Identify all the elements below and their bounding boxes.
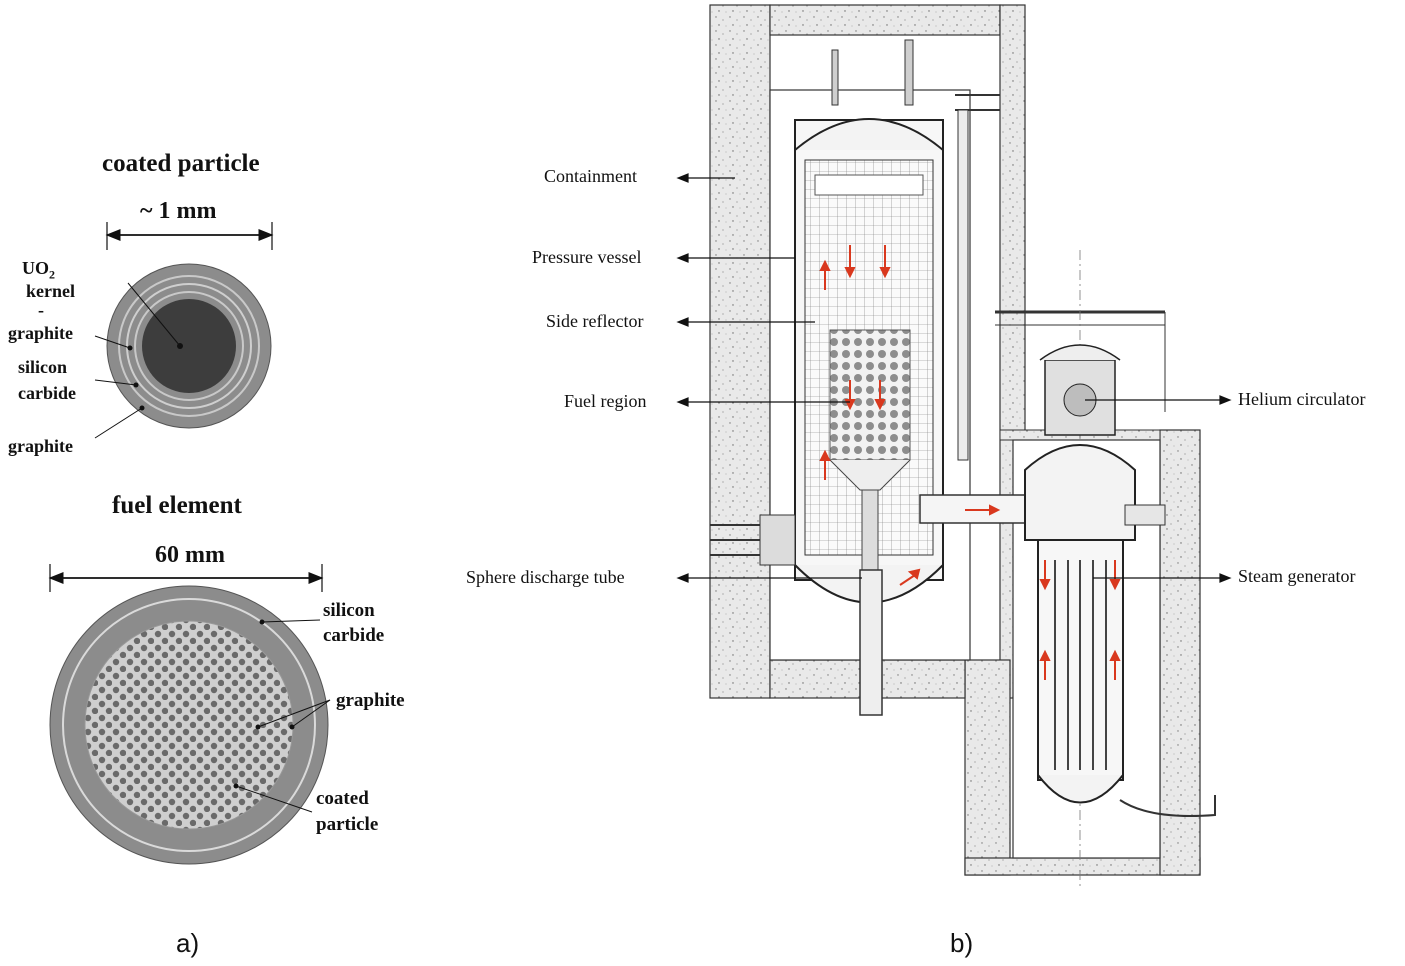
side-reflector-label: Side reflector [546, 311, 644, 331]
coated-particle-dimension: ~ 1 mm [140, 198, 217, 224]
steam-generator-drawing [1024, 344, 1216, 817]
helium-flow-arrows [819, 245, 1121, 680]
uo2-subscript: 2 [49, 267, 55, 282]
fe-coated-label-2: particle [316, 814, 379, 835]
fuel-element-title: fuel element [112, 492, 242, 519]
graphite-outer-label: graphite [8, 436, 73, 456]
reactor-building [709, 4, 1201, 890]
sphere-discharge-tube-label: Sphere discharge tube [466, 567, 625, 587]
uo2-label: UO2 [22, 258, 55, 283]
fe-silicon-label-2: carbide [323, 625, 385, 646]
label-pointers [676, 173, 1232, 583]
coated-particle-title: coated particle [102, 150, 260, 177]
fe-silicon-label-1: silicon [323, 600, 375, 621]
fuel-element-dimension: 60 mm [155, 542, 225, 568]
coated-particle-drawing [94, 222, 274, 439]
containment-label: Containment [544, 166, 637, 186]
panel-a-caption: a) [176, 928, 200, 958]
silicon-carbide-label-1: silicon [18, 357, 68, 377]
pressure-vessel-drawing [710, 39, 1059, 716]
fuel-element-drawing [48, 564, 331, 865]
kernel-label: kernel [26, 281, 75, 301]
helium-circulator-label: Helium circulator [1238, 389, 1366, 409]
fuel-region-label: Fuel region [564, 391, 647, 411]
pressure-vessel-label: Pressure vessel [532, 247, 642, 267]
uo2-text: UO [22, 258, 49, 278]
fe-coated-label-1: coated [316, 788, 369, 809]
silicon-carbide-label-2: carbide [18, 383, 76, 403]
panel-b-caption: b) [950, 928, 974, 958]
fe-graphite-label: graphite [336, 690, 405, 711]
kernel-dash: - [38, 300, 44, 320]
graphite-inner-label: graphite [8, 323, 73, 343]
steam-generator-label: Steam generator [1238, 566, 1356, 586]
